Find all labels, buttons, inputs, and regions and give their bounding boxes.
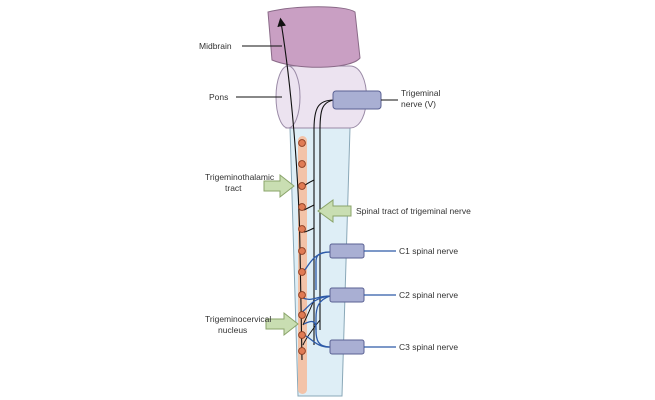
neuron-cell bbox=[298, 203, 306, 211]
midbrain-label: Midbrain bbox=[199, 41, 232, 51]
neuron-cell bbox=[298, 247, 306, 255]
trigeminocervical-pointer-arrow bbox=[265, 311, 299, 337]
c1-nerve-root bbox=[329, 243, 365, 259]
c2-nerve-root bbox=[329, 287, 365, 303]
trigeminal-fiber bbox=[313, 99, 335, 345]
neuron-cell bbox=[298, 331, 306, 339]
spinal-tract-pointer-arrow bbox=[317, 199, 352, 223]
midbrain-structure bbox=[267, 6, 361, 68]
neuron-cell bbox=[298, 311, 306, 319]
neuron-cell bbox=[298, 182, 306, 190]
trigeminal-nerve-label: Trigeminal nerve (V) bbox=[401, 88, 443, 109]
neuron-cell bbox=[298, 225, 306, 233]
trigeminothalamic-label: Trigeminothalamic tract bbox=[205, 172, 277, 193]
trigeminothalamic-pointer-arrow bbox=[263, 173, 295, 199]
c1-label: C1 spinal nerve bbox=[399, 246, 458, 256]
pons-label: Pons bbox=[209, 92, 228, 102]
c2-label: C2 spinal nerve bbox=[399, 290, 458, 300]
neuron-cell bbox=[298, 268, 306, 276]
pons-structure bbox=[275, 65, 367, 129]
neuron-cell bbox=[298, 347, 306, 355]
trigeminal-nerve-root bbox=[332, 90, 382, 110]
neuron-cell bbox=[298, 139, 306, 147]
c3-nerve-root bbox=[329, 339, 365, 355]
neuron-cell bbox=[298, 291, 306, 299]
trigeminocervical-label: Trigeminocervical nucleus bbox=[205, 314, 274, 335]
c3-label: C3 spinal nerve bbox=[399, 342, 458, 352]
trigeminocervical-nucleus-column bbox=[298, 136, 307, 394]
trigeminothalamic-arrow bbox=[277, 17, 303, 361]
spinal-tract-label: Spinal tract of trigeminal nerve bbox=[356, 206, 471, 216]
trigeminal-fiber-branch bbox=[319, 99, 335, 330]
neuron-cells bbox=[298, 139, 306, 355]
neuron-cell bbox=[298, 160, 306, 168]
